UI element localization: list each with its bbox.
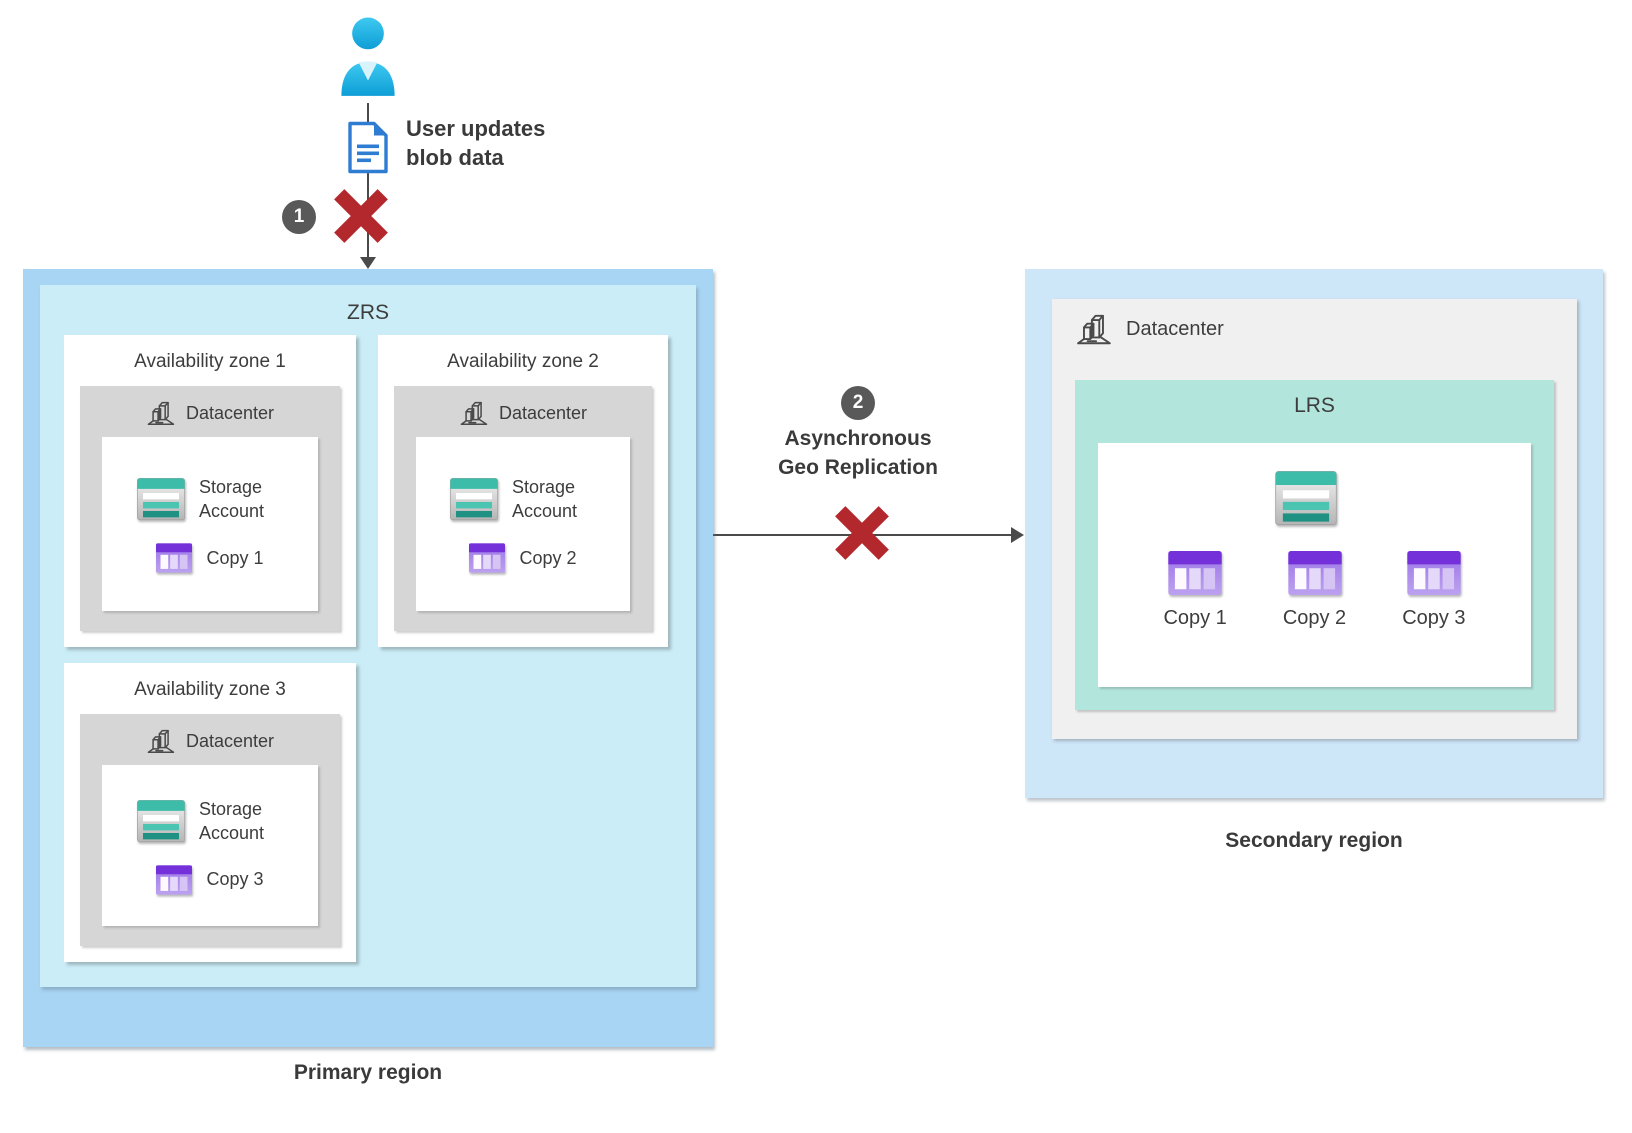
- storage-account-icon: [137, 800, 185, 842]
- user-to-primary-arrow-line: [367, 103, 369, 257]
- table-copy-icon: [156, 543, 192, 573]
- datacenter-header: Datacenter: [80, 398, 340, 428]
- secondary-datacenter-header: Datacenter: [1075, 310, 1224, 348]
- datacenter-content-box: Storage Account Copy 1: [102, 437, 318, 611]
- storage-account-row: Storage Account: [137, 475, 283, 523]
- datacenter-building-icon: [1075, 310, 1113, 348]
- datacenter-box: Datacenter Storage Account Copy 2: [394, 386, 652, 631]
- user-action-line2: blob data: [406, 145, 504, 170]
- secondary-copy-1: Copy 1: [1163, 551, 1227, 630]
- storage-account-label: Storage Account: [199, 798, 265, 843]
- copy-row: Copy 1: [156, 543, 264, 573]
- storage-account-icon: [137, 478, 185, 520]
- copy-row: Copy 2: [469, 543, 577, 573]
- copy-row: Copy 3: [156, 865, 264, 895]
- copy-label: Copy 3: [206, 869, 264, 889]
- copy-label: Copy 1: [1163, 607, 1227, 629]
- user-to-primary-arrowhead: [360, 257, 376, 269]
- datacenter-label: Datacenter: [185, 730, 275, 751]
- storage-account-icon: [1275, 471, 1337, 525]
- storage-account-row: Storage Account: [137, 797, 283, 845]
- copy-label: Copy 1: [206, 547, 264, 568]
- datacenter-building-icon: [459, 398, 489, 428]
- storage-account-label: Storage Account: [512, 477, 578, 521]
- datacenter-content-box: Storage Account Copy 3: [102, 765, 318, 926]
- step-1-badge: 1: [282, 200, 316, 234]
- geo-replication-arrowhead: [1011, 527, 1024, 543]
- write-failure-x-icon: [332, 187, 390, 245]
- primary-region-caption: Primary region: [293, 1061, 443, 1084]
- secondary-region-caption: Secondary region: [1225, 829, 1403, 852]
- user-icon: [332, 16, 404, 102]
- secondary-copy-3: Copy 3: [1402, 551, 1466, 630]
- availability-zone-2-box: Availability zone 2 Datacenter Storage A…: [378, 335, 668, 647]
- copy-label: Copy 3: [1402, 607, 1466, 629]
- secondary-copy-2: Copy 2: [1283, 551, 1346, 630]
- datacenter-box: Datacenter Storage Account Copy 3: [80, 714, 340, 946]
- storage-account-label: Storage Account: [199, 477, 265, 521]
- replication-failure-x-icon: [833, 504, 891, 562]
- secondary-storage-account-row: [1098, 471, 1531, 525]
- user-action-line1: User updates: [406, 116, 546, 141]
- table-copy-icon: [469, 543, 505, 573]
- storage-account-row: Storage Account: [450, 475, 596, 523]
- storage-account-icon: [450, 478, 498, 520]
- copy-label: Copy 2: [1282, 607, 1347, 629]
- geo-replication-label: Asynchronous Geo Replication: [728, 424, 988, 482]
- step-2-badge: 2: [841, 386, 875, 420]
- table-copy-icon: [156, 865, 192, 895]
- table-copy-icon: [1407, 551, 1461, 595]
- lrs-content-box: Copy 1 Copy 2 Copy 3: [1098, 443, 1531, 687]
- availability-zone-2-title: Availability zone 2: [447, 351, 599, 372]
- geo-replication-line2: Geo Replication: [778, 456, 938, 479]
- datacenter-header: Datacenter: [80, 726, 340, 756]
- geo-replication-line1: Asynchronous: [784, 427, 932, 450]
- lrs-label: LRS: [1294, 394, 1335, 417]
- datacenter-content-box: Storage Account Copy 2: [416, 437, 630, 611]
- user-action-label: User updates blob data: [406, 114, 545, 172]
- datacenter-building-icon: [146, 398, 176, 428]
- availability-zone-3-box: Availability zone 3 Datacenter Storage A…: [64, 663, 356, 962]
- availability-zone-1-title: Availability zone 1: [134, 351, 286, 372]
- datacenter-box: Datacenter Storage Account Copy 1: [80, 386, 340, 631]
- availability-zone-3-title: Availability zone 3: [134, 679, 286, 700]
- copy-label: Copy 2: [519, 547, 577, 568]
- table-copy-icon: [1168, 551, 1222, 595]
- blob-document-icon: [348, 121, 388, 174]
- secondary-copies-row: Copy 1 Copy 2 Copy 3: [1098, 551, 1531, 630]
- availability-zone-1-box: Availability zone 1 Datacenter Storage A…: [64, 335, 356, 647]
- zrs-label: ZRS: [347, 301, 389, 324]
- datacenter-label: Datacenter: [185, 402, 275, 423]
- datacenter-label: Datacenter: [498, 402, 588, 423]
- table-copy-icon: [1288, 551, 1342, 595]
- datacenter-header: Datacenter: [394, 398, 652, 428]
- datacenter-building-icon: [146, 726, 176, 756]
- secondary-datacenter-label: Datacenter: [1126, 317, 1224, 340]
